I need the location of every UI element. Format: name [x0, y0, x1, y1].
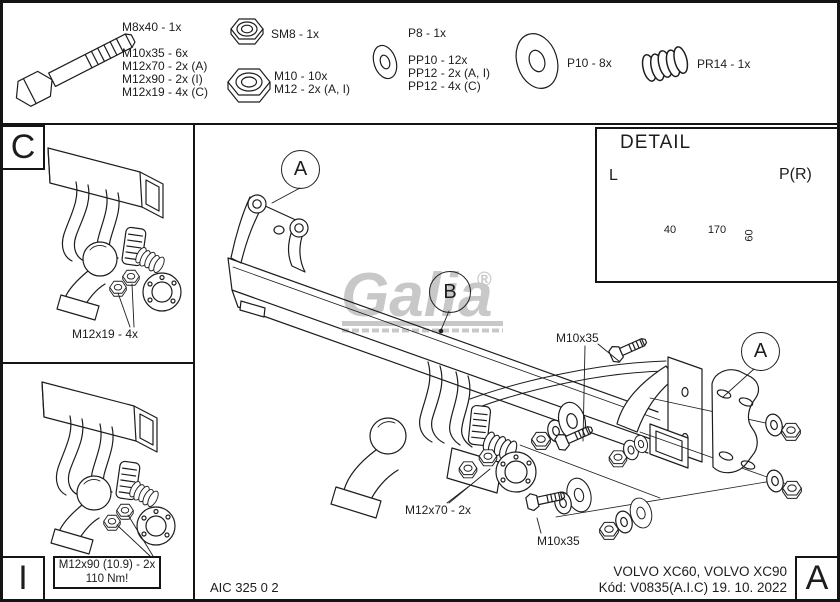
leader-lines: [271, 187, 755, 534]
callout-a-right-label: A: [753, 340, 768, 362]
detail-title: DETAIL: [620, 132, 692, 153]
bracket-left-part: [230, 194, 309, 273]
washer-large-icon: [515, 33, 559, 89]
product-code-date: Kód: V0835(A.I.C) 19. 10. 2022: [598, 580, 787, 595]
vehicle-models: VOLVO XC60, VOLVO XC90: [613, 564, 787, 579]
legend-washer-p10: P10 - 8x: [567, 56, 612, 70]
bolt-icon: [15, 33, 136, 107]
beam-end: [616, 356, 703, 469]
label-m10x35-top: M10x35: [556, 331, 599, 345]
detail-box: [595, 127, 837, 283]
legend-washer-pp10: PP10 - 12x: [408, 53, 468, 67]
main-exploded-drawing: [227, 187, 802, 540]
doc-number: AIC 325 0 2: [210, 580, 279, 595]
left-top-drawing: [48, 148, 181, 328]
detail-right-label: P(R): [779, 166, 812, 183]
legend-spring-pr14: PR14 - 1x: [697, 57, 751, 71]
legend-bolt-m12x90: M12x90 - 2x (I): [122, 72, 203, 86]
washer-small-icon: [372, 44, 398, 80]
legend-bolt-m10x35: M10x35 - 6x: [122, 46, 189, 60]
legend-bolt-m8x40: M8x40 - 1x: [122, 20, 182, 34]
label-m12x19: M12x19 - 4x: [72, 327, 139, 341]
nut-icon: [227, 68, 271, 103]
callout-a-left: A: [281, 150, 320, 189]
bracket-right-part: [711, 369, 760, 474]
legend-locknut-sm8: SM8 - 1x: [271, 27, 320, 41]
torque-spec-line1: M12x90 (10.9) - 2x: [58, 559, 156, 571]
svg-text:®: ®: [477, 269, 492, 291]
label-m12x70: M12x70 - 2x: [405, 503, 472, 517]
detail-left-label: L: [609, 167, 618, 184]
section-letter-i-label: I: [18, 559, 28, 597]
callout-b-label: B: [443, 280, 457, 303]
section-letter-c: C: [3, 125, 45, 170]
top-band-divider: [3, 123, 837, 125]
legend-nut-m10: M10 - 10x: [274, 69, 328, 83]
detail-dim-170: 170: [707, 224, 727, 236]
section-letter-a-label: A: [805, 559, 829, 597]
legend-washer-pp12c: PP12 - 4x (C): [408, 79, 481, 93]
torque-spec-line2: 110 Nm!: [85, 572, 129, 585]
callout-b: B: [429, 271, 471, 313]
galia-watermark: Galia ®: [341, 261, 503, 333]
legend-nut-m12: M12 - 2x (A, I): [274, 82, 351, 96]
detail-dim-40: 40: [663, 224, 677, 236]
section-letter-i: I: [3, 556, 45, 599]
left-bottom-drawing: [42, 382, 175, 557]
legend-washer-p8: P8 - 1x: [408, 26, 447, 40]
legend-bolt-m12x70: M12x70 - 2x (A): [122, 59, 208, 73]
torque-spec-box: M12x90 (10.9) - 2x 110 Nm!: [53, 556, 161, 589]
section-letter-c-label: C: [10, 128, 36, 166]
legend-bolt-m12x19: M12x19 - 4x (C): [122, 85, 209, 99]
towball-main: [330, 361, 537, 519]
line-art: Galia ®: [15, 18, 802, 557]
label-m10x35-bottom: M10x35: [537, 534, 580, 548]
spring-icon: [639, 44, 692, 85]
callout-a-right: A: [741, 332, 780, 371]
locknut-icon: [230, 18, 264, 45]
legend-washer-pp12a: PP12 - 2x (A, I): [408, 66, 491, 80]
left-column-divider: [193, 123, 195, 599]
section-letter-a: A: [795, 556, 837, 599]
callout-a-left-label: A: [293, 158, 308, 180]
left-cells-divider: [3, 362, 193, 364]
detail-dim-60: 60: [743, 229, 756, 242]
